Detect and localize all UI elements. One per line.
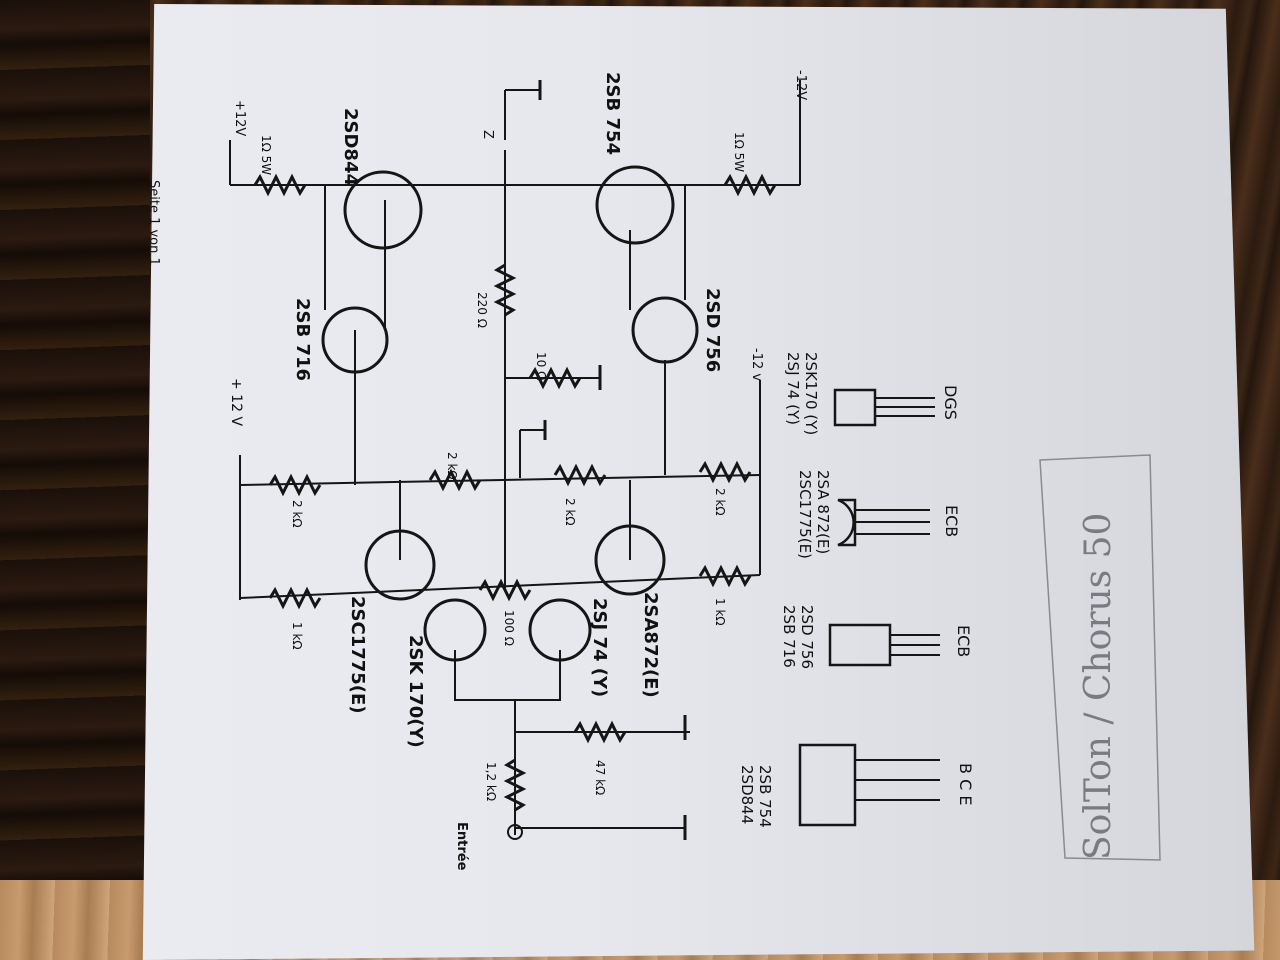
svg-text:2SD 756: 2SD 756 (702, 288, 723, 372)
page-header: Seite 1 von 1 (146, 180, 161, 266)
svg-text:2SB 716: 2SB 716 (292, 298, 313, 381)
svg-text:2SJ 74 (Y): 2SJ 74 (Y) (589, 598, 610, 697)
resistor-1ohm-left (253, 173, 307, 197)
resistor-1ohm-right (723, 173, 777, 197)
svg-text:1,2 kΩ: 1,2 kΩ (484, 762, 498, 801)
input-jack-icon (507, 824, 523, 840)
package-to92l-icon (828, 623, 892, 667)
svg-text:+12V: +12V (232, 100, 247, 136)
svg-text:2SD844: 2SD844 (340, 108, 361, 186)
pinout-2-pins: ECB (954, 625, 973, 657)
resistor-10 (528, 366, 582, 390)
mid-resistor-rail (239, 474, 761, 486)
package-to92-jfet-icon (833, 388, 877, 427)
svg-text:1Ω 5W: 1Ω 5W (259, 135, 273, 175)
pinout-3-part-a: 2SC1775(E) (796, 470, 814, 559)
pinout-2-part-a: 2SB 716 (780, 605, 798, 668)
svg-text:Z: Z (480, 130, 495, 139)
transistor-2sb716-icon (321, 306, 389, 374)
svg-text:1 kΩ: 1 kΩ (713, 598, 727, 626)
transistor-2sb754-icon (595, 165, 675, 245)
svg-text:-12V: -12V (793, 70, 808, 100)
table-edge (0, 0, 150, 960)
pinout-1-part-b: 2SB 754 (756, 765, 774, 828)
svg-text:2 kΩ: 2 kΩ (290, 500, 304, 528)
pinout-3-part-b: 2SA 872(E) (814, 470, 832, 554)
svg-text:-12 v: -12 v (749, 348, 764, 381)
pinout-3-pins: ECB (942, 505, 961, 537)
svg-text:+ 12 V: + 12 V (228, 378, 244, 426)
paper-shading (142, 4, 1255, 960)
pinout-2-part-b: 2SD 756 (798, 605, 816, 669)
svg-text:1Ω 5W: 1Ω 5W (732, 132, 746, 172)
svg-text:10 Ω: 10 Ω (534, 352, 548, 380)
svg-text:2 kΩ: 2 kΩ (713, 488, 727, 516)
resistor-100 (478, 578, 532, 602)
transistor-2sc1775-icon (364, 529, 436, 601)
pinout-4-part-a: 2SJ 74 (Y) (784, 352, 802, 425)
svg-text:100 Ω: 100 Ω (502, 610, 516, 646)
svg-text:Entrée: Entrée (454, 822, 469, 871)
svg-text:2 kΩ: 2 kΩ (563, 498, 577, 526)
jfet-2sk170-icon (423, 598, 487, 662)
ground-icons (538, 80, 687, 840)
svg-text:47 kΩ: 47 kΩ (593, 760, 607, 795)
paper-sheet (142, 4, 1255, 960)
handwritten-note: SolTon / Chorus 50 (1078, 513, 1119, 860)
package-to92-icon (837, 498, 857, 547)
pinout-legend: 2SD844 2SB 754 B C E 2SB 716 2SD 756 ECB… (738, 352, 975, 828)
package-to126-icon (798, 743, 857, 827)
pinout-4-pins: DGS (941, 385, 960, 420)
transistor-2sd756-icon (631, 296, 699, 364)
svg-text:2SB 754: 2SB 754 (602, 72, 623, 155)
resistor-1-2k (503, 758, 527, 812)
svg-text:2SA872(E): 2SA872(E) (640, 592, 661, 698)
svg-text:1 kΩ: 1 kΩ (290, 622, 304, 650)
svg-text:2SK 170(Y): 2SK 170(Y) (405, 635, 426, 748)
resistor-220 (493, 263, 517, 317)
pinout-1-part-a: 2SD844 (738, 765, 756, 824)
jfet-2sj74-icon (528, 598, 592, 662)
pinout-4-part-b: 2SK170 (Y) (802, 352, 820, 435)
resistor-47k (573, 720, 627, 744)
handwritten-box (1039, 454, 1161, 861)
transistor-2sd844-icon (343, 170, 423, 250)
pinout-1-pins: B C E (956, 763, 975, 805)
svg-text:2SC1775(E): 2SC1775(E) (347, 596, 368, 714)
svg-text:2 kΩ: 2 kΩ (445, 452, 459, 480)
svg-text:220 Ω: 220 Ω (475, 292, 489, 328)
transistor-2sa872-icon (594, 524, 666, 596)
